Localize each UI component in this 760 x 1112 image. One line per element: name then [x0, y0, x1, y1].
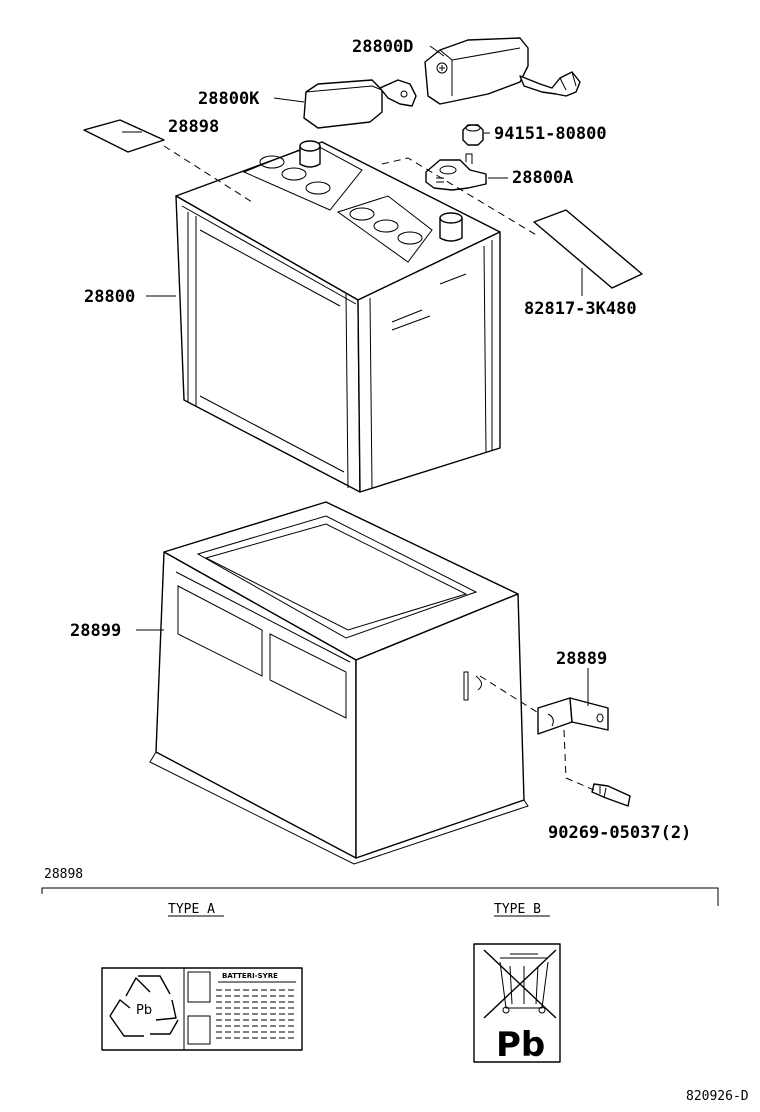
battery: [175, 140, 501, 493]
label-28800k: 28800K: [198, 89, 260, 109]
assembly-lines: [163, 145, 595, 791]
type-a-header: BATTERI-SYRE: [222, 972, 278, 980]
warning-label: [533, 209, 643, 289]
sticker-28898: [83, 119, 165, 153]
bolt: [591, 783, 631, 807]
label-28800a: 28800A: [512, 168, 573, 188]
detail-section: 28898 TYPE A TYPE B: [41, 867, 719, 917]
type-a-sticker: Pb BATTERI-SYRE: [101, 967, 303, 1051]
detail-part-number: 28898: [44, 867, 83, 882]
label-82817-3k480: 82817-3K480: [524, 299, 637, 319]
leader-lines: [122, 45, 589, 706]
label-90269-05037: 90269-05037(2): [548, 823, 691, 843]
label-28889: 28889: [556, 649, 607, 669]
terminal-cover-small: [303, 79, 417, 129]
type-a-label: TYPE A: [168, 902, 215, 917]
type-b-sticker: Pb: [473, 943, 561, 1065]
label-28899: 28899: [70, 621, 121, 641]
terminal-clamp: [425, 153, 487, 191]
bracket: [537, 697, 609, 735]
pb-symbol: Pb: [496, 1025, 545, 1065]
label-28898: 28898: [168, 117, 219, 137]
crossed-bin-icon: [483, 949, 557, 1019]
terminal-nut: [462, 124, 484, 146]
type-b-label: TYPE B: [494, 902, 541, 917]
battery-tray: [149, 501, 529, 865]
label-28800d: 28800D: [352, 37, 413, 57]
drawing-code: 820926-D: [686, 1089, 749, 1104]
label-94151-80800: 94151-80800: [494, 124, 607, 144]
recycle-icon: [109, 975, 179, 1037]
terminal-cover-large: [424, 37, 581, 105]
label-28800: 28800: [84, 287, 135, 307]
pb-recycle-text: Pb: [136, 1003, 152, 1018]
